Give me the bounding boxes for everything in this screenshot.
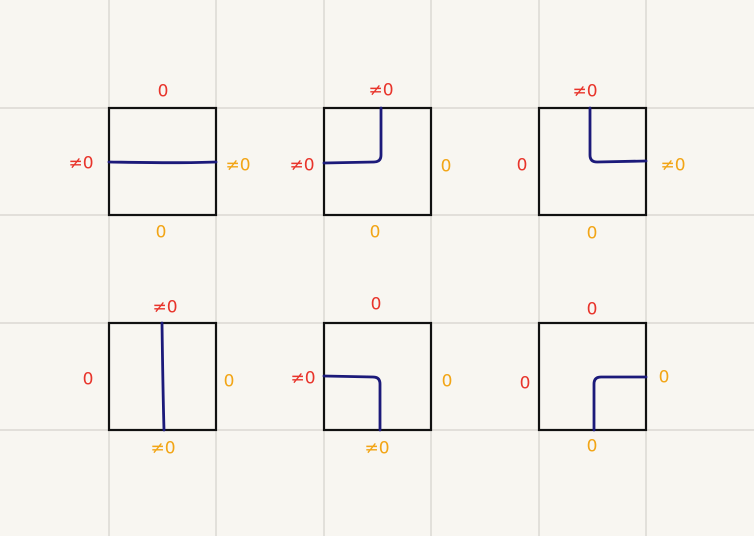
tile4-bottom-label: ≠0 [150, 438, 176, 459]
tile-path-left-top [322, 106, 383, 165]
tile3-right-label: ≠0 [660, 155, 686, 176]
tile1-bottom-label: 0 [155, 222, 167, 243]
tile6-bottom-label: 0 [586, 436, 598, 457]
tile6-left-label: 0 [519, 373, 531, 394]
tile1-right-label: ≠0 [225, 155, 251, 176]
tile-box [322, 106, 433, 217]
tile-right-bottom-corner [537, 321, 648, 432]
tile3-bottom-label: 0 [586, 223, 598, 244]
tile1-top-label: 0 [157, 81, 169, 102]
tile-horizontal-straight [107, 106, 218, 217]
tile5-top-label: 0 [370, 294, 382, 315]
tile6-right-label: 0 [658, 367, 670, 388]
tile2-left-label: ≠0 [289, 155, 315, 176]
tile4-top-label: ≠0 [152, 297, 178, 318]
tile5-bottom-label: ≠0 [364, 438, 390, 459]
tile5-left-label: ≠0 [290, 368, 316, 389]
tile1-left-label: ≠0 [68, 153, 94, 174]
tile3-top-label: ≠0 [572, 81, 598, 102]
tile-top-right-corner [537, 106, 648, 217]
tile5-right-label: 0 [441, 371, 453, 392]
tile-path-horizontal [107, 160, 218, 165]
tile2-right-label: 0 [440, 156, 452, 177]
tile-path-right-bottom [592, 375, 648, 432]
tile3-left-label: 0 [516, 155, 528, 176]
tile-vertical-straight [107, 321, 218, 432]
tile-left-top-corner [322, 106, 433, 217]
tile-path-top-right [588, 106, 648, 164]
tile-path-vertical [160, 321, 166, 432]
tile6-top-label: 0 [586, 299, 598, 320]
tile4-left-label: 0 [82, 369, 94, 390]
tile2-top-label: ≠0 [368, 80, 394, 101]
tile4-right-label: 0 [223, 371, 235, 392]
tile-path-left-bottom [322, 374, 382, 432]
tile2-bottom-label: 0 [369, 222, 381, 243]
tile-left-bottom-corner [322, 321, 433, 432]
